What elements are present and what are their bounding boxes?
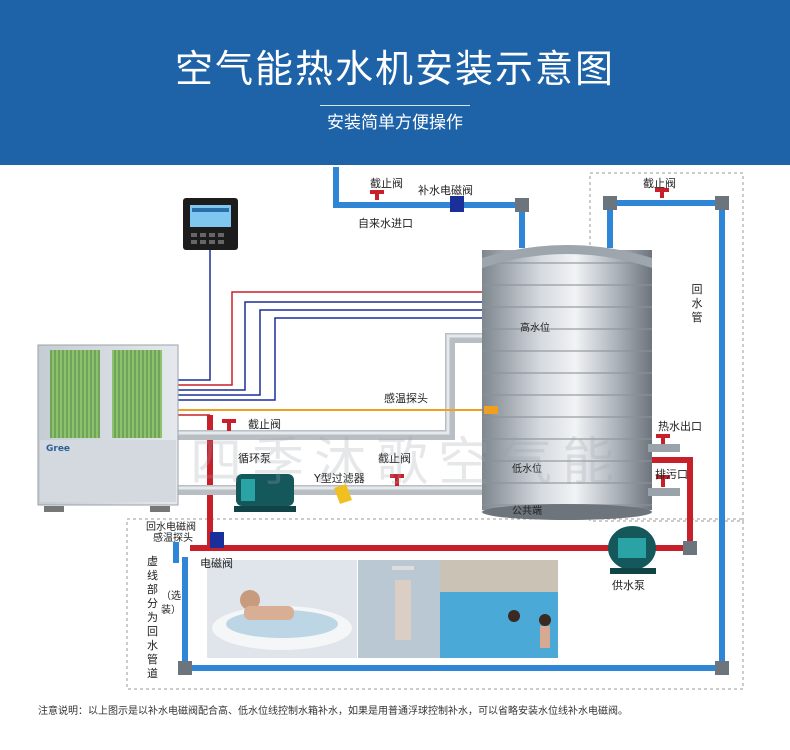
installation-diagram xyxy=(37,167,744,690)
valve-top-label: 截止阀 xyxy=(370,177,403,190)
y-filter-label: Y型过滤器 xyxy=(314,472,365,485)
circ-pump-label: 循环泵 xyxy=(238,452,271,465)
shower-photo xyxy=(358,560,440,658)
optional-label: （选装） xyxy=(161,591,181,616)
heat-pump-unit xyxy=(37,344,179,512)
temp-probe-label: 感温探头 xyxy=(384,392,428,405)
y-filter xyxy=(334,484,352,504)
valve-mid-label: 截止阀 xyxy=(248,418,281,431)
supply-pump xyxy=(608,526,656,574)
low-level-label: 低水位 xyxy=(512,464,542,475)
solenoid-label: 电磁阀 xyxy=(200,557,233,570)
page-subtitle: 安装简单方便操作 xyxy=(327,113,463,133)
pool-photo xyxy=(440,560,558,658)
solenoid-valve-icons xyxy=(210,196,464,548)
return-loop-dashed-box xyxy=(126,518,744,690)
unit-brand-logo: Gree xyxy=(46,444,71,454)
controller-panel xyxy=(183,198,238,250)
return-solenoid-label: 回水电磁阀 xyxy=(146,522,196,533)
header-banner: 空气能热水机安装示意图 安装简单方便操作 xyxy=(0,0,790,165)
tap-inlet-label: 自来水进口 xyxy=(358,217,413,230)
subtitle-divider xyxy=(320,105,470,106)
watermark: 四季沐歌空气能 xyxy=(190,433,625,493)
bathtub-photo xyxy=(207,560,357,658)
valve-icons xyxy=(222,188,670,487)
supply-pump-label: 供水泵 xyxy=(612,579,645,592)
hot-outlet-label: 热水出口 xyxy=(658,420,702,433)
common-label: 公共端 xyxy=(512,506,542,517)
circulation-pump xyxy=(234,474,296,512)
high-level-label: 高水位 xyxy=(520,323,550,334)
dashed-note-label: 虚线部分为回水管道 xyxy=(147,555,158,680)
makeup-solenoid-label: 补水电磁阀 xyxy=(418,184,473,197)
page-title: 空气能热水机安装示意图 xyxy=(174,47,615,91)
return-probe-label: 感温探头 xyxy=(153,533,193,544)
valve-right-label: 截止阀 xyxy=(643,177,676,190)
water-tank xyxy=(482,245,652,520)
pipe-joints xyxy=(178,196,729,675)
footnote: 注意说明：以上图示是以补水电磁阀配合高、低水位线控制水箱补水，如果是用普通浮球控… xyxy=(38,706,628,717)
temperature-probe-marker xyxy=(484,406,498,414)
drain-label: 排污口 xyxy=(655,468,688,481)
valve-low-label: 截止阀 xyxy=(378,452,411,465)
return-pipe-label: 回水管 xyxy=(691,283,703,324)
